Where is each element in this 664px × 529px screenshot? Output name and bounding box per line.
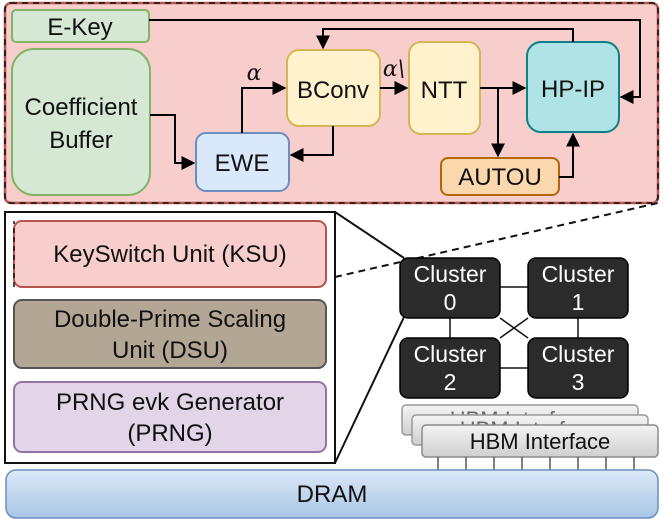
cluster-0-line2: 0 <box>444 289 457 315</box>
arrow-autou-to-hpip <box>559 132 580 178</box>
link-1-2 <box>499 317 529 339</box>
cluster-0 <box>399 257 501 319</box>
zoom-line-left-1 <box>334 211 405 259</box>
cluster-1-line2: 1 <box>572 289 585 315</box>
cluster-2 <box>399 337 501 399</box>
hpip-label: HP-IP <box>541 76 605 103</box>
arrow-buffer-to-ewe <box>150 114 196 170</box>
prng-label-line1: PRNG evk Generator <box>56 389 284 416</box>
ntt-label: NTT <box>421 77 468 104</box>
cluster-3 <box>527 337 629 399</box>
dram-label: DRAM <box>297 481 368 508</box>
coefficient-buffer-box <box>11 48 151 196</box>
autou-label: AUTOU <box>458 164 542 191</box>
dsu-label-line2: Unit (DSU) <box>112 337 228 364</box>
ksu-box <box>13 220 327 288</box>
coefficient-buffer-line1: Coefficient <box>25 94 138 121</box>
dsu-label-line1: Double-Prime Scaling <box>54 306 286 333</box>
prng-label-line2: (PRNG) <box>127 420 212 447</box>
cluster-0-line1: Cluster <box>414 261 487 287</box>
ekey-label: E-Key <box>47 14 112 41</box>
hbm-interface-front <box>421 424 659 458</box>
arrow-ewe-to-bconv <box>241 81 287 133</box>
cluster-2-line1: Cluster <box>414 341 487 367</box>
alpha-prime-label: α\ <box>383 57 405 82</box>
cluster-3-line2: 3 <box>572 369 585 395</box>
cluster-1 <box>527 257 629 319</box>
ekey-box <box>11 9 150 43</box>
zoom-line-upper <box>334 202 659 278</box>
bconv-label: BConv <box>297 77 369 104</box>
arrow-bconv-to-ewe <box>289 126 334 162</box>
cluster-1-line1: Cluster <box>542 261 615 287</box>
cluster-3-line1: Cluster <box>542 341 615 367</box>
ksu-label: KeySwitch Unit (KSU) <box>53 241 286 268</box>
cluster-2-line2: 2 <box>444 369 457 395</box>
alpha-label: α <box>247 61 262 86</box>
arrow-ekey-to-hpip <box>149 19 641 104</box>
coefficient-buffer-line2: Buffer <box>49 127 113 154</box>
dsu-box <box>13 299 327 369</box>
zoom-line-left-2 <box>334 316 405 464</box>
prng-box <box>13 381 327 453</box>
hbm-interface-label: HBM Interface <box>470 429 611 454</box>
dram-bar <box>5 469 659 519</box>
ewe-label: EWE <box>215 150 270 177</box>
arrow-hpip-to-bconv <box>316 28 574 50</box>
hbm-pins <box>437 457 635 470</box>
